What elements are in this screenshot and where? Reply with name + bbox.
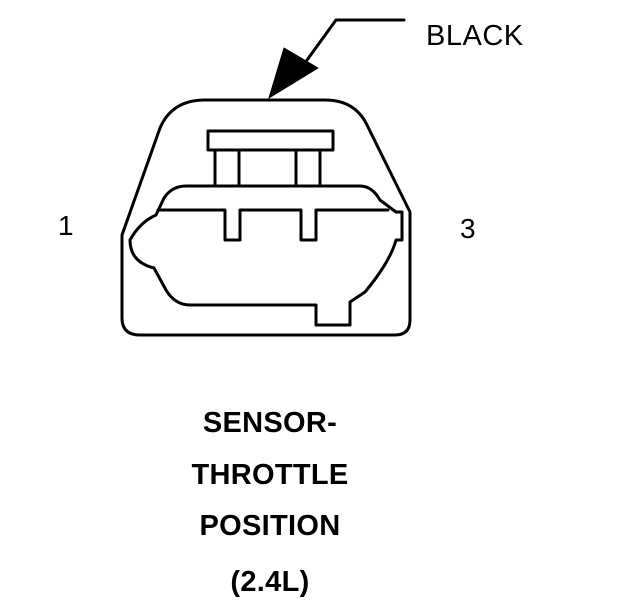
connector-latch: [206, 129, 335, 188]
wire-color-label: BLACK: [426, 20, 524, 52]
pin-number-right: 3: [460, 213, 476, 244]
callout-leader: [268, 18, 406, 99]
caption-line-2: THROTTLE: [191, 459, 349, 491]
caption-line-4: (2.4L): [230, 566, 310, 598]
pin-number-left: 1: [58, 210, 74, 241]
caption-line-1: SENSOR-: [202, 407, 338, 439]
connector-housing: [120, 98, 412, 337]
caption-line-3: POSITION: [199, 510, 341, 542]
connector-cavity: [128, 184, 404, 327]
terminal-separators: [156, 208, 390, 242]
